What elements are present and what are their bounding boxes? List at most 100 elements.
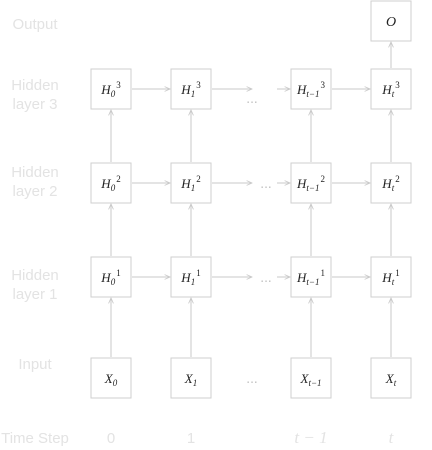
cell-base: H (381, 176, 392, 191)
cell-hidden2-0: H02 (90, 162, 132, 204)
cell-hidden3-3: Ht3 (370, 68, 412, 110)
cell-subscript: 1 (191, 89, 196, 99)
cell-math-label: X1 (184, 371, 197, 388)
cell-superscript: 1 (320, 268, 325, 278)
row-label-hidden3-line: layer 3 (12, 96, 57, 113)
arrows-layer (111, 42, 391, 357)
cell-math-label: Ht−11 (296, 268, 325, 287)
ellipsis: ... (260, 177, 271, 191)
cell-superscript: 3 (116, 80, 121, 90)
cell-subscript: t (392, 183, 395, 193)
cell-base: X (299, 371, 309, 386)
cell-box (290, 162, 332, 204)
cell-math-label: H11 (180, 268, 200, 287)
cell-subscript: t (392, 89, 395, 99)
cell-math-label: H01 (100, 268, 120, 287)
cell-subscript: t (392, 277, 395, 287)
cell-subscript: t (394, 378, 397, 388)
cell-math-label: Ht1 (381, 268, 399, 287)
cell-superscript: 3 (320, 80, 325, 90)
cell-input-1: X1 (170, 357, 212, 399)
cell-hidden3-2: Ht−13 (290, 68, 332, 110)
cell-hidden1-2: Ht−11 (290, 256, 332, 298)
time-step-label: t (389, 428, 395, 447)
cell-hidden3-1: H13 (170, 68, 212, 110)
cell-math-label: H02 (100, 174, 120, 193)
cell-box (170, 256, 212, 298)
cell-subscript: t−1 (306, 89, 319, 99)
cell-box (170, 357, 212, 399)
cell-input-2: Xt−1 (290, 357, 332, 399)
row-label-output-line: Output (12, 16, 58, 33)
cell-base: H (180, 82, 191, 97)
row-label-hidden1-line: layer 1 (12, 286, 57, 303)
cell-box (170, 68, 212, 110)
time-step-label: 0 (107, 430, 115, 447)
row-label-hidden2-line: Hidden (11, 164, 59, 181)
time-step-label: 1 (187, 430, 195, 447)
cell-subscript: 1 (191, 277, 196, 287)
cell-superscript: 2 (395, 174, 400, 184)
cell-base: H (180, 270, 191, 285)
cell-subscript: 0 (111, 277, 116, 287)
cell-math-label: O (386, 15, 396, 30)
row-label-input-line: Input (18, 356, 52, 373)
cell-hidden2-3: Ht2 (370, 162, 412, 204)
cell-box (370, 357, 412, 399)
cell-subscript: 0 (113, 378, 118, 388)
cell-superscript: 2 (196, 174, 201, 184)
cell-subscript: t−1 (306, 183, 319, 193)
cell-subscript: 0 (111, 89, 116, 99)
time-step-label: t − 1 (294, 428, 327, 447)
cell-hidden2-1: H12 (170, 162, 212, 204)
cell-base: H (100, 270, 111, 285)
cell-superscript: 1 (196, 268, 201, 278)
cell-box (90, 256, 132, 298)
cell-box (90, 357, 132, 399)
cell-input-3: Xt (370, 357, 412, 399)
cell-input-0: X0 (90, 357, 132, 399)
cell-base: H (100, 82, 111, 97)
ellipsis: ... (246, 372, 257, 386)
cell-base: H (180, 176, 191, 191)
cell-base: H (381, 82, 392, 97)
cell-math-label: X0 (104, 371, 118, 388)
cell-hidden3-0: H03 (90, 68, 132, 110)
row-label-hidden1-line: Hidden (11, 267, 59, 284)
row-label-hidden1: Hidden layer 1 (11, 267, 59, 303)
cell-math-label: H12 (180, 174, 200, 193)
cell-superscript: 1 (116, 268, 121, 278)
cell-base: H (296, 82, 307, 97)
row-label-input: Input (18, 356, 52, 373)
cell-hidden1-3: Ht1 (370, 256, 412, 298)
cell-math-label: Ht2 (381, 174, 399, 193)
cell-base: X (184, 371, 194, 386)
cell-math-label: Xt−1 (299, 371, 321, 388)
cell-box (290, 256, 332, 298)
cell-box (90, 162, 132, 204)
cell-superscript: 2 (116, 174, 121, 184)
cell-box (290, 357, 332, 399)
cell-math-label: Xt (385, 371, 397, 388)
cell-math-label: H03 (100, 80, 121, 99)
ellipsis: ... (246, 92, 257, 106)
cell-superscript: 3 (395, 80, 400, 90)
cell-box (90, 68, 132, 110)
row-label-hidden3-line: Hidden (11, 77, 59, 94)
cell-box (370, 256, 412, 298)
cell-math-label: Ht3 (381, 80, 400, 99)
cell-subscript: 1 (191, 183, 196, 193)
ellipsis: ... (260, 271, 271, 285)
cell-box (370, 162, 412, 204)
cell-superscript: 3 (196, 80, 201, 90)
cell-box (370, 0, 412, 42)
cell-math-label: H13 (180, 80, 201, 99)
cell-base: H (296, 270, 307, 285)
cell-base: X (385, 371, 395, 386)
cell-hidden1-1: H11 (170, 256, 212, 298)
cell-base: H (381, 270, 392, 285)
cell-box (370, 68, 412, 110)
